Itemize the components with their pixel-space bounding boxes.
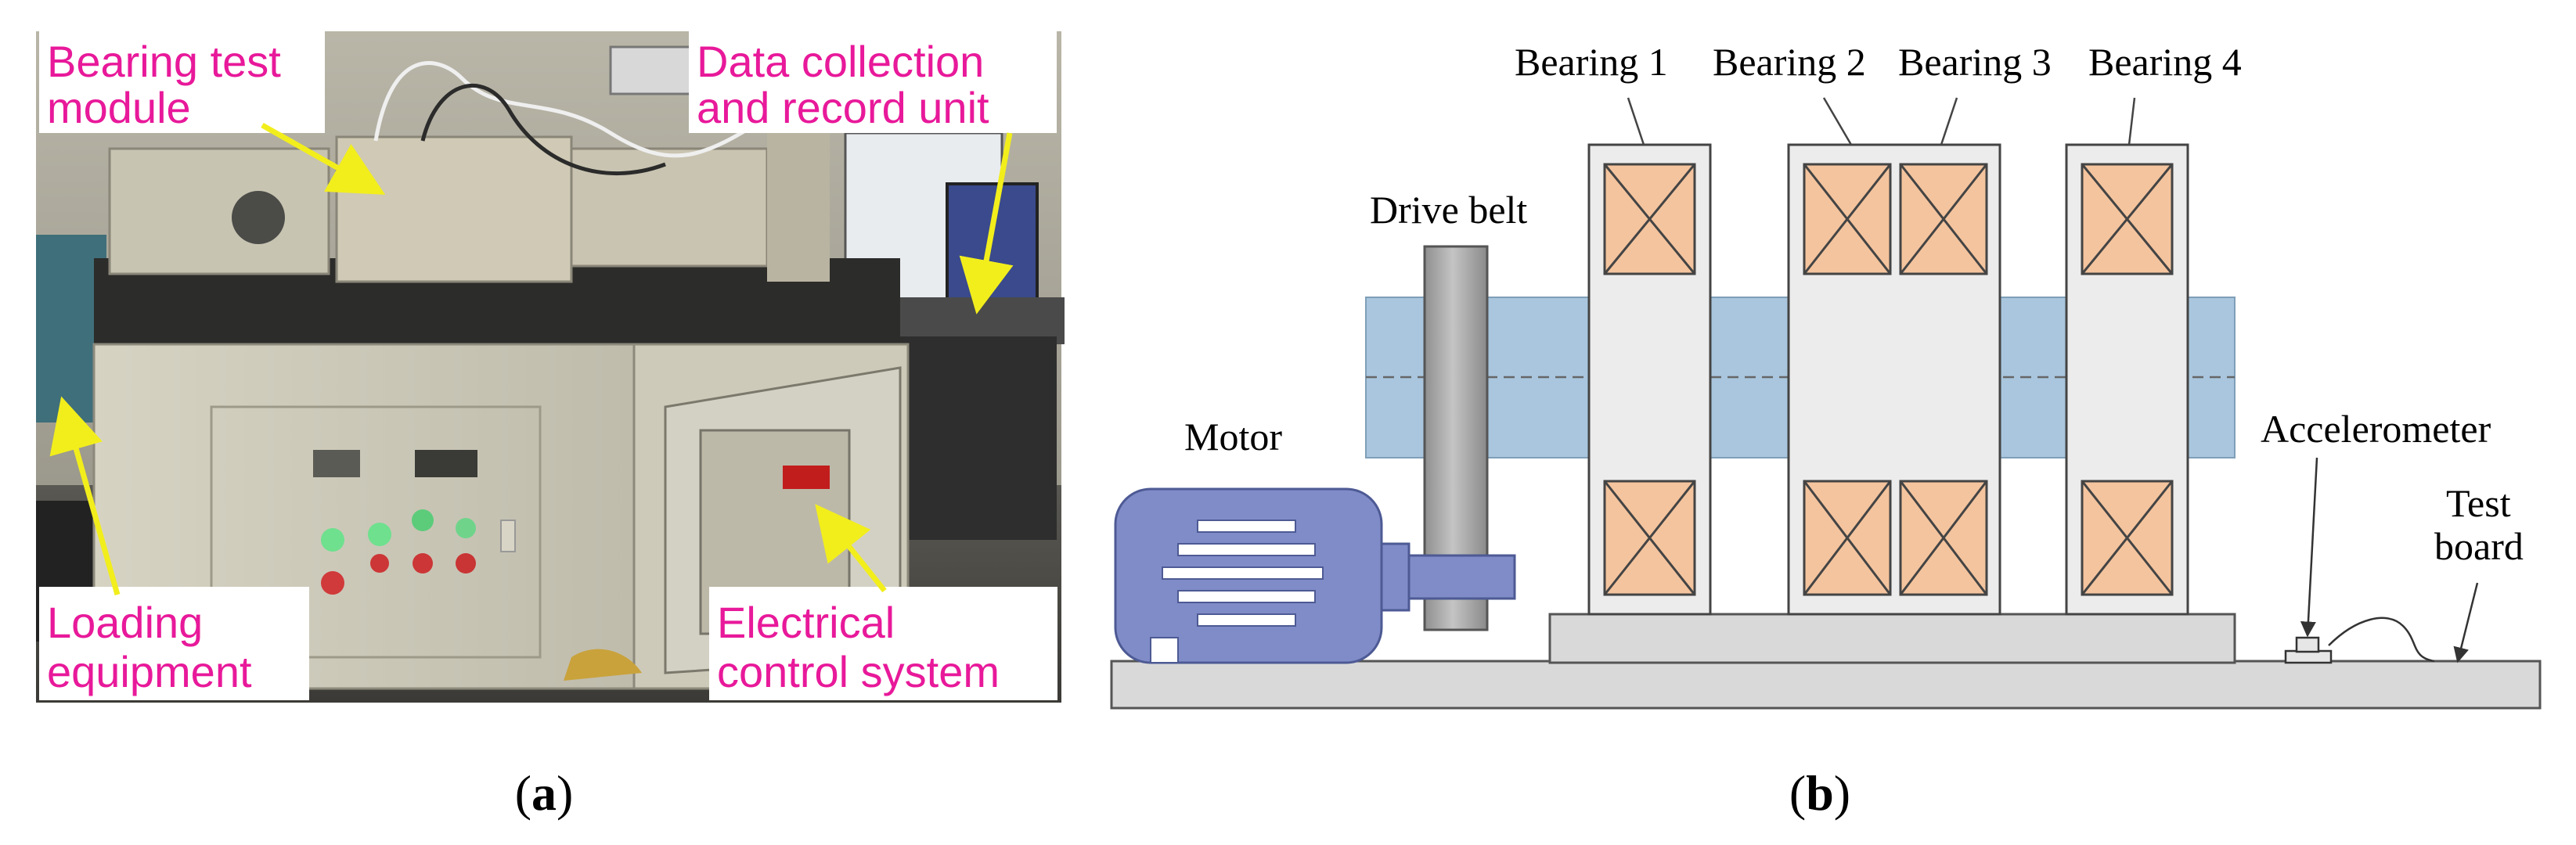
bearing-test-module-photo: [335, 135, 573, 283]
motor-flange: [1380, 542, 1410, 612]
electrical-control-label-line2: control system: [717, 647, 1000, 696]
electrical-control-label-box: [709, 587, 1057, 700]
bearing-4-top: [2081, 163, 2174, 275]
bearing-base-plate: [1548, 613, 2236, 664]
bearing-4-bottom: [2081, 480, 2174, 596]
accelerometer-cable: [2328, 617, 2435, 663]
bearing-3-bottom: [1899, 480, 1988, 596]
panel-a-caption: (a): [515, 765, 574, 821]
data-collection-label-box: [689, 31, 1057, 133]
bearing-2-leader: [1822, 97, 1853, 146]
accelerometer: [2284, 617, 2435, 664]
callouts: Bearing test module Data collection and …: [39, 31, 1057, 700]
drive-belt-label: Drive belt: [1370, 188, 1527, 232]
data-collection-label-line2: and record unit: [697, 83, 989, 132]
bearing-test-module-arrow: [261, 122, 386, 195]
accelerometer-leader: [2300, 457, 2318, 638]
bearing-1-label: Bearing 1: [1515, 40, 1668, 84]
data-collection-label-line1: Data collection: [697, 37, 984, 86]
bearing-test-module-label-box: [39, 31, 325, 133]
bearing-2-bottom: [1803, 480, 1892, 596]
drive-housing: [108, 147, 330, 275]
loading-equipment-label-line2: equipment: [47, 647, 252, 696]
data-collection-arrow: [959, 132, 1014, 315]
bearing-1-top: [1603, 163, 1696, 275]
bearing-test-module-label-line2: module: [47, 83, 191, 132]
motor-label: Motor: [1184, 415, 1282, 458]
ground-plate: [1110, 660, 2542, 710]
bearing-4-leader: [2127, 97, 2136, 146]
loading-equipment-label-box: [39, 587, 309, 700]
loading-equipment-arrow: [49, 396, 121, 595]
test-board-leader: [2453, 582, 2479, 663]
bearing-3-label: Bearing 3: [1898, 40, 2052, 84]
bearing-3-top: [1899, 163, 1988, 275]
motor-shaft: [1407, 554, 1516, 600]
test-board-label-line2: board: [2434, 524, 2524, 568]
electrical-control-arrow: [815, 504, 887, 593]
motor: [1114, 487, 1516, 664]
bearing-1-bottom: [1603, 480, 1696, 596]
electrical-control-label-line1: Electrical: [717, 598, 895, 647]
bearing-2-label: Bearing 2: [1713, 40, 1866, 84]
bearing-4-label: Bearing 4: [2088, 40, 2242, 84]
bearing-1-leader: [1627, 97, 1645, 146]
bearing-test-module-label-line1: Bearing test: [47, 37, 281, 86]
accelerometer-label: Accelerometer: [2261, 407, 2491, 451]
bearing-3-leader: [1940, 97, 1958, 146]
loading-equipment-label-line1: Loading: [47, 598, 203, 647]
panel-b-schematic: [1110, 97, 2542, 710]
panel-b-caption: (b): [1789, 765, 1850, 821]
bearing-2-top: [1803, 163, 1892, 275]
test-board-label-line1: Test: [2446, 481, 2511, 525]
